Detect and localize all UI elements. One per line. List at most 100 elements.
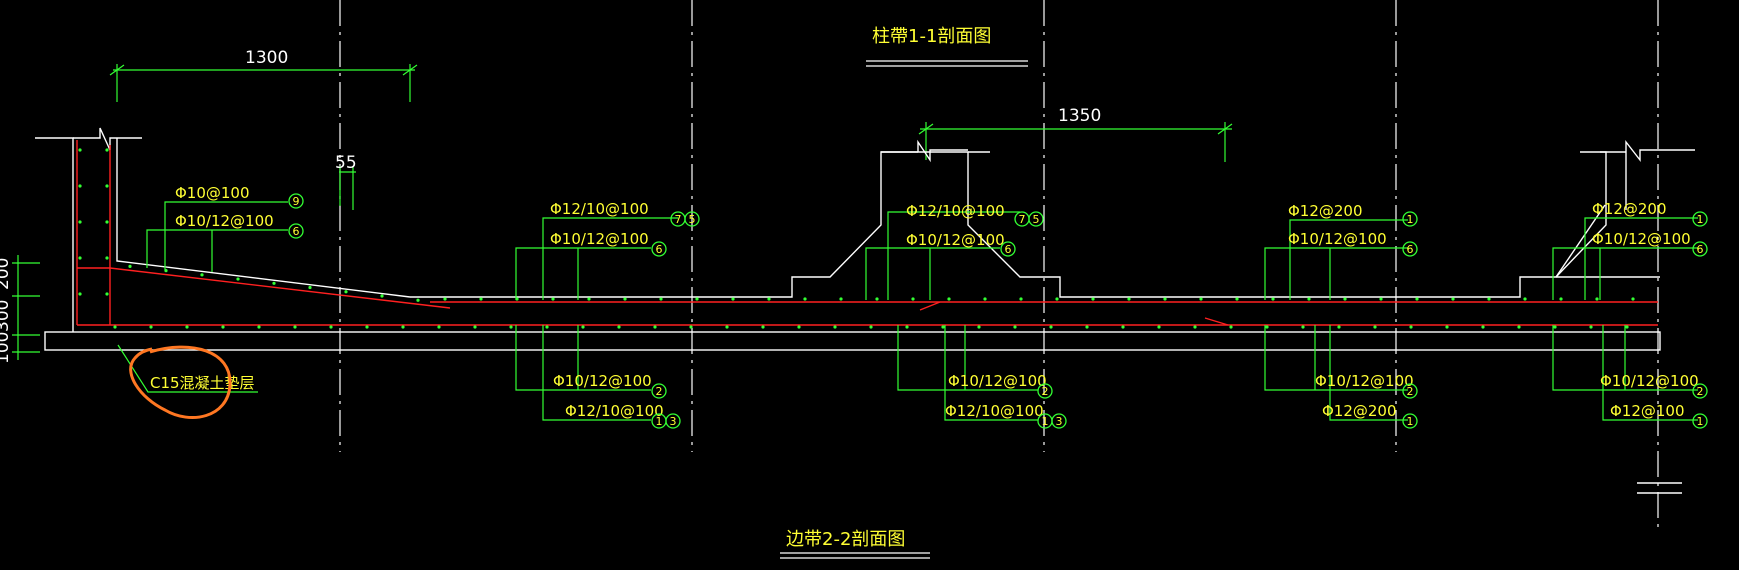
callout-label-c5: Φ10/12@100 [553, 372, 652, 390]
rebar-dot [479, 297, 483, 301]
axis-lines [339, 0, 1659, 530]
rebar-dot [1631, 297, 1635, 301]
rebar-dot [623, 297, 627, 301]
bar-mark-circle [684, 211, 700, 227]
rebar-dot [78, 256, 82, 260]
rebar-dot [509, 325, 513, 329]
rebar-dot [443, 297, 447, 301]
rebar-dot [941, 325, 945, 329]
leader-c17 [1552, 325, 1698, 391]
bar-mark-number: 5 [689, 213, 696, 226]
rebar-dot [128, 264, 132, 268]
cushion-annotation: C15混凝土垫层 [129, 345, 255, 419]
bar-mark-circle [1692, 241, 1708, 257]
rebar-dot [1595, 297, 1599, 301]
leader-cushion [117, 344, 258, 393]
rebar-dot [1343, 297, 1347, 301]
leader-c12 [1264, 247, 1408, 300]
rebar-dot [344, 290, 348, 294]
bar-mark-circle [1000, 241, 1016, 257]
cushion-label: C15混凝土垫层 [150, 374, 255, 392]
callout-label-c17: Φ10/12@100 [1600, 372, 1699, 390]
bar-mark-number: 7 [675, 213, 682, 226]
wall-outline [35, 137, 74, 332]
rebar-dot [1301, 325, 1305, 329]
rebar-dot [1157, 325, 1161, 329]
rebar-dot [551, 297, 555, 301]
callout-labels: Φ10@100 Φ10/12@100 Φ12/10@100 Φ10/12@100… [175, 184, 1699, 420]
rebar-dot [1121, 325, 1125, 329]
bar-mark-circle [1402, 413, 1418, 429]
rebar-dot [689, 325, 693, 329]
rebar-dot [236, 277, 240, 281]
bar-mark-number: 7 [1019, 213, 1026, 226]
bar-mark-circle [1402, 241, 1418, 257]
dim-1350-tick-left [918, 123, 934, 135]
rebar-dot [1625, 325, 1629, 329]
dim-1350-label: 1350 [1058, 106, 1101, 126]
bar-mark-number: 6 [1697, 243, 1704, 256]
rebar-dot [1193, 325, 1197, 329]
dim-left-label-1: 200 [0, 258, 13, 290]
callout-label-c18: Φ12@100 [1610, 402, 1685, 420]
bar-mark-number: 6 [656, 243, 663, 256]
leader-c10 [944, 325, 1038, 421]
rebar-dot [1559, 297, 1563, 301]
top-surface-outline [410, 151, 1607, 298]
rebar-dot [581, 325, 585, 329]
rebar-dot [329, 325, 333, 329]
rebar-dot [587, 297, 591, 301]
rebar-dot [272, 281, 276, 285]
bar-mark-number: 2 [656, 385, 663, 398]
rebar-dot [380, 294, 384, 298]
leader-c6 [542, 325, 651, 421]
rebar-dot [1019, 297, 1023, 301]
dim-left-label-3: 100 [0, 332, 13, 364]
bar-mark-number: 1 [1042, 415, 1049, 428]
leader-c4 [515, 247, 651, 300]
leader-c15 [1584, 217, 1698, 300]
rebar-dot [1487, 297, 1491, 301]
rebar-dot [105, 148, 109, 152]
callout-label-c14: Φ12@200 [1322, 402, 1397, 420]
rebar-dot [105, 256, 109, 260]
bar-mark-circle [288, 223, 304, 239]
rebar-dot [1127, 297, 1131, 301]
wall-break-mark [73, 127, 142, 151]
rebar-dot [1445, 325, 1449, 329]
bar-mark-circle [1402, 211, 1418, 227]
rebar-dot [1085, 325, 1089, 329]
callout-label-c2: Φ10/12@100 [175, 212, 274, 230]
leader-c5 [515, 325, 651, 391]
wall-slope-outline [116, 138, 411, 298]
rebar-dot [905, 325, 909, 329]
rebar-dot [1163, 297, 1167, 301]
rebar-dot [797, 325, 801, 329]
rebar-dot [437, 325, 441, 329]
leader-c7 [887, 211, 1020, 300]
leader-c18 [1602, 325, 1698, 421]
rebar-dot [105, 292, 109, 296]
rebar-dot [1481, 325, 1485, 329]
rebar-dot [695, 297, 699, 301]
leader-c1 [164, 201, 288, 270]
rebar-dot [221, 325, 225, 329]
bar-mark-number: 1 [1697, 213, 1704, 226]
rebar-dot [1517, 325, 1521, 329]
column-break-mark [917, 139, 968, 163]
rebar-dot [78, 220, 82, 224]
rebar-dot [833, 325, 837, 329]
rebar-dot [947, 297, 951, 301]
leader-c8 [865, 247, 1000, 300]
bar-mark-circle [1402, 383, 1418, 399]
rebar-dot [1013, 325, 1017, 329]
bar-mark-circle [1692, 413, 1708, 429]
rebar-dot [1055, 297, 1059, 301]
dim-55-label: 55 [335, 153, 357, 173]
rebar-dot [653, 325, 657, 329]
rebar-dot [983, 297, 987, 301]
rebar-dot [803, 297, 807, 301]
dim-1300-tick-right [402, 64, 418, 76]
bar-mark-number: 1 [1407, 213, 1414, 226]
rebar-dot [200, 273, 204, 277]
